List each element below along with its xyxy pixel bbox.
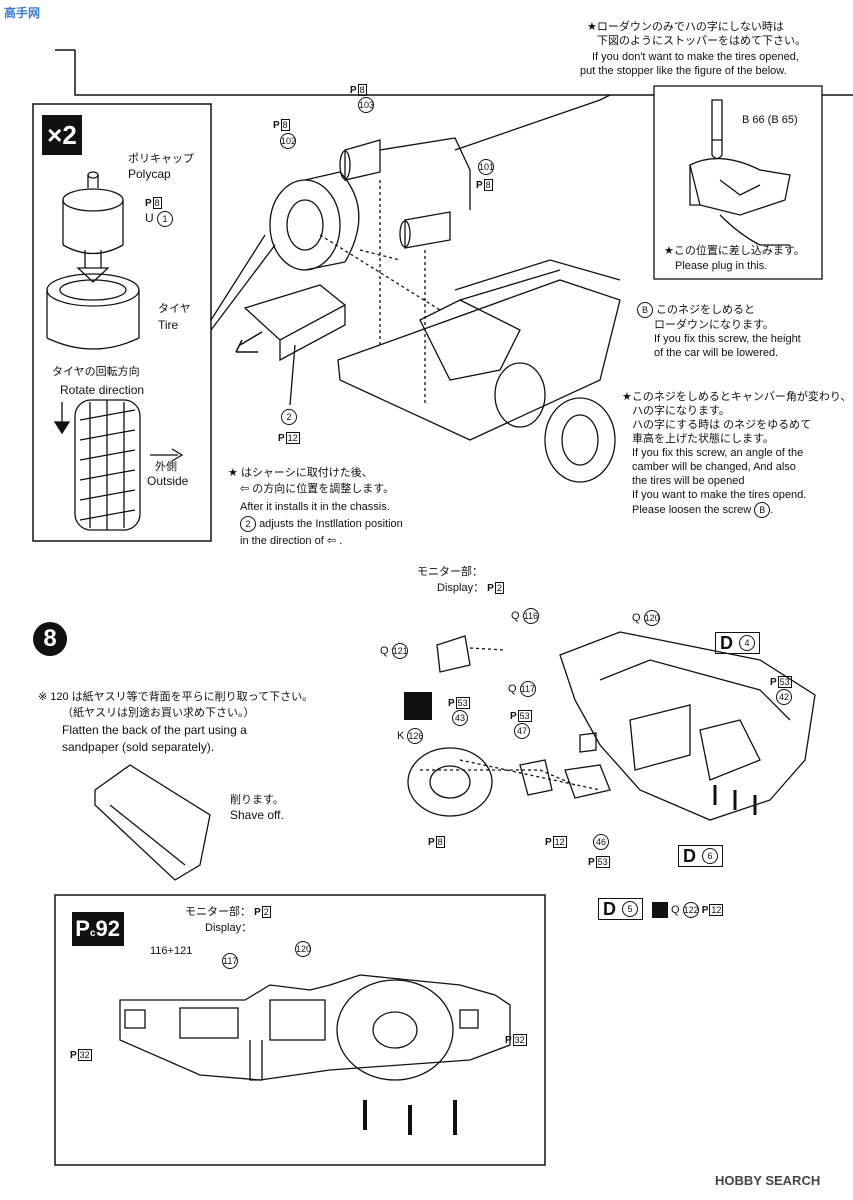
stopper-part-ref: B 66 (B 65) (742, 114, 798, 126)
part-ref-u1: U 1 (145, 211, 174, 227)
flatten-note-jp1: ※ 120 は紙ヤスリ等で背面を平らに削り取って下さい。 (38, 691, 314, 703)
stopper-note-en1: If you don't want to make the tires open… (592, 51, 799, 63)
flatten-note-en1: Flatten the back of the part using a (62, 723, 247, 737)
screw-note-en2: of the car will be lowered. (654, 347, 779, 359)
outside-label-jp: 外側 (155, 461, 177, 473)
display-label-jp: モニター部： (417, 566, 483, 578)
part-k126: K 126 (397, 728, 423, 744)
stopper-note-jp2: 下図のようにストッパーをはめて下さい。 (597, 35, 806, 47)
camber-note-jp2: ハの字になります。 (632, 405, 730, 417)
part-q117: Q 117 (508, 681, 536, 697)
multiplier-badge: ×2 (42, 115, 82, 155)
part-102: 102 (280, 132, 296, 150)
screw-note-jp2: ローダウンになります。 (654, 319, 774, 331)
flatten-note-jp2: （紙ヤスリは別途お買い求め下さい。） (62, 707, 255, 719)
part-43: 43 (452, 709, 468, 727)
stopper-note-en2: put the stopper like the figure of the b… (580, 65, 787, 77)
part-47: 47 (514, 722, 530, 740)
camber-note-jp4: 車高を上げた状態にします。 (632, 433, 774, 445)
watermark-bottom: HOBBY SEARCH (715, 1173, 821, 1188)
plug-note-jp: ★この位置に差し込みます。 (664, 245, 805, 257)
plug-note-en: Please plug in this. (675, 260, 768, 272)
part-q120: Q 120 (632, 610, 660, 626)
inset-display-en: Display： (205, 922, 253, 934)
camber-note-en5: Please loosen the screw B. (632, 502, 773, 518)
chassis-note-en1: After it installs it in the chassis. (240, 501, 390, 513)
pc-92-badge: Pc92 (72, 912, 124, 946)
camber-note-en1: If you fix this screw, an angle of the (632, 447, 804, 459)
stopper-note-jp1: ★ローダウンのみでハの字にしない時は (587, 21, 784, 33)
inset-120: 120 (295, 940, 311, 958)
tire-label-jp: タイヤ (158, 303, 191, 315)
step-8-badge: 8 (33, 622, 67, 656)
part-46: 46 (593, 833, 609, 851)
chassis-note-jp2: ⇦ の方向に位置を調整します。 (240, 483, 395, 495)
shave-label-en: Shave off. (230, 808, 284, 822)
part-101: 101 (478, 158, 494, 176)
screw-note-jp1: B このネジをしめると (637, 302, 755, 318)
camber-note-jp3: ハの字にする時は のネジをゆるめて (632, 419, 812, 431)
part-q116: Q 116 (511, 608, 539, 624)
part-2: 2 (281, 408, 297, 426)
camber-note-en3: the tires will be opened (632, 475, 745, 487)
part-q121: Q 121 (380, 643, 408, 659)
flatten-note-en2: sandpaper (sold separately). (62, 740, 215, 754)
inset-116-121: 116+121 (150, 945, 193, 957)
polycap-label-jp: ポリキャップ (128, 153, 194, 165)
camber-note-en4: If you want to make the tires opend. (632, 489, 807, 501)
chassis-note-en2: 2 adjusts the Instllation position (240, 516, 403, 532)
rotate-label-en: Rotate direction (60, 383, 145, 397)
inset-117: 117 (222, 952, 238, 970)
chassis-note-en3: in the direction of ⇦ . (240, 535, 343, 547)
k-parts-icon (404, 692, 432, 720)
part-42: 42 (776, 688, 792, 706)
shave-label-jp: 削ります。 (230, 794, 284, 806)
camber-note-jp1: ★このネジをしめるとキャンバー角が変わり、 (622, 391, 852, 403)
screw-note-en1: If you fix this screw, the height (654, 333, 801, 345)
outside-label-en: Outside (147, 474, 189, 488)
chassis-note-jp1: ★ はシャーシに取付けた後、 (228, 467, 373, 479)
watermark-top: 高手网 (4, 6, 41, 20)
polycap-label-en: Polycap (128, 167, 171, 181)
rotate-label-jp: タイヤの回転方向 (52, 366, 140, 378)
part-103: 103 (358, 96, 374, 114)
camber-note-en2: camber will be changed, And also (632, 461, 796, 473)
tire-label-en: Tire (158, 318, 179, 332)
